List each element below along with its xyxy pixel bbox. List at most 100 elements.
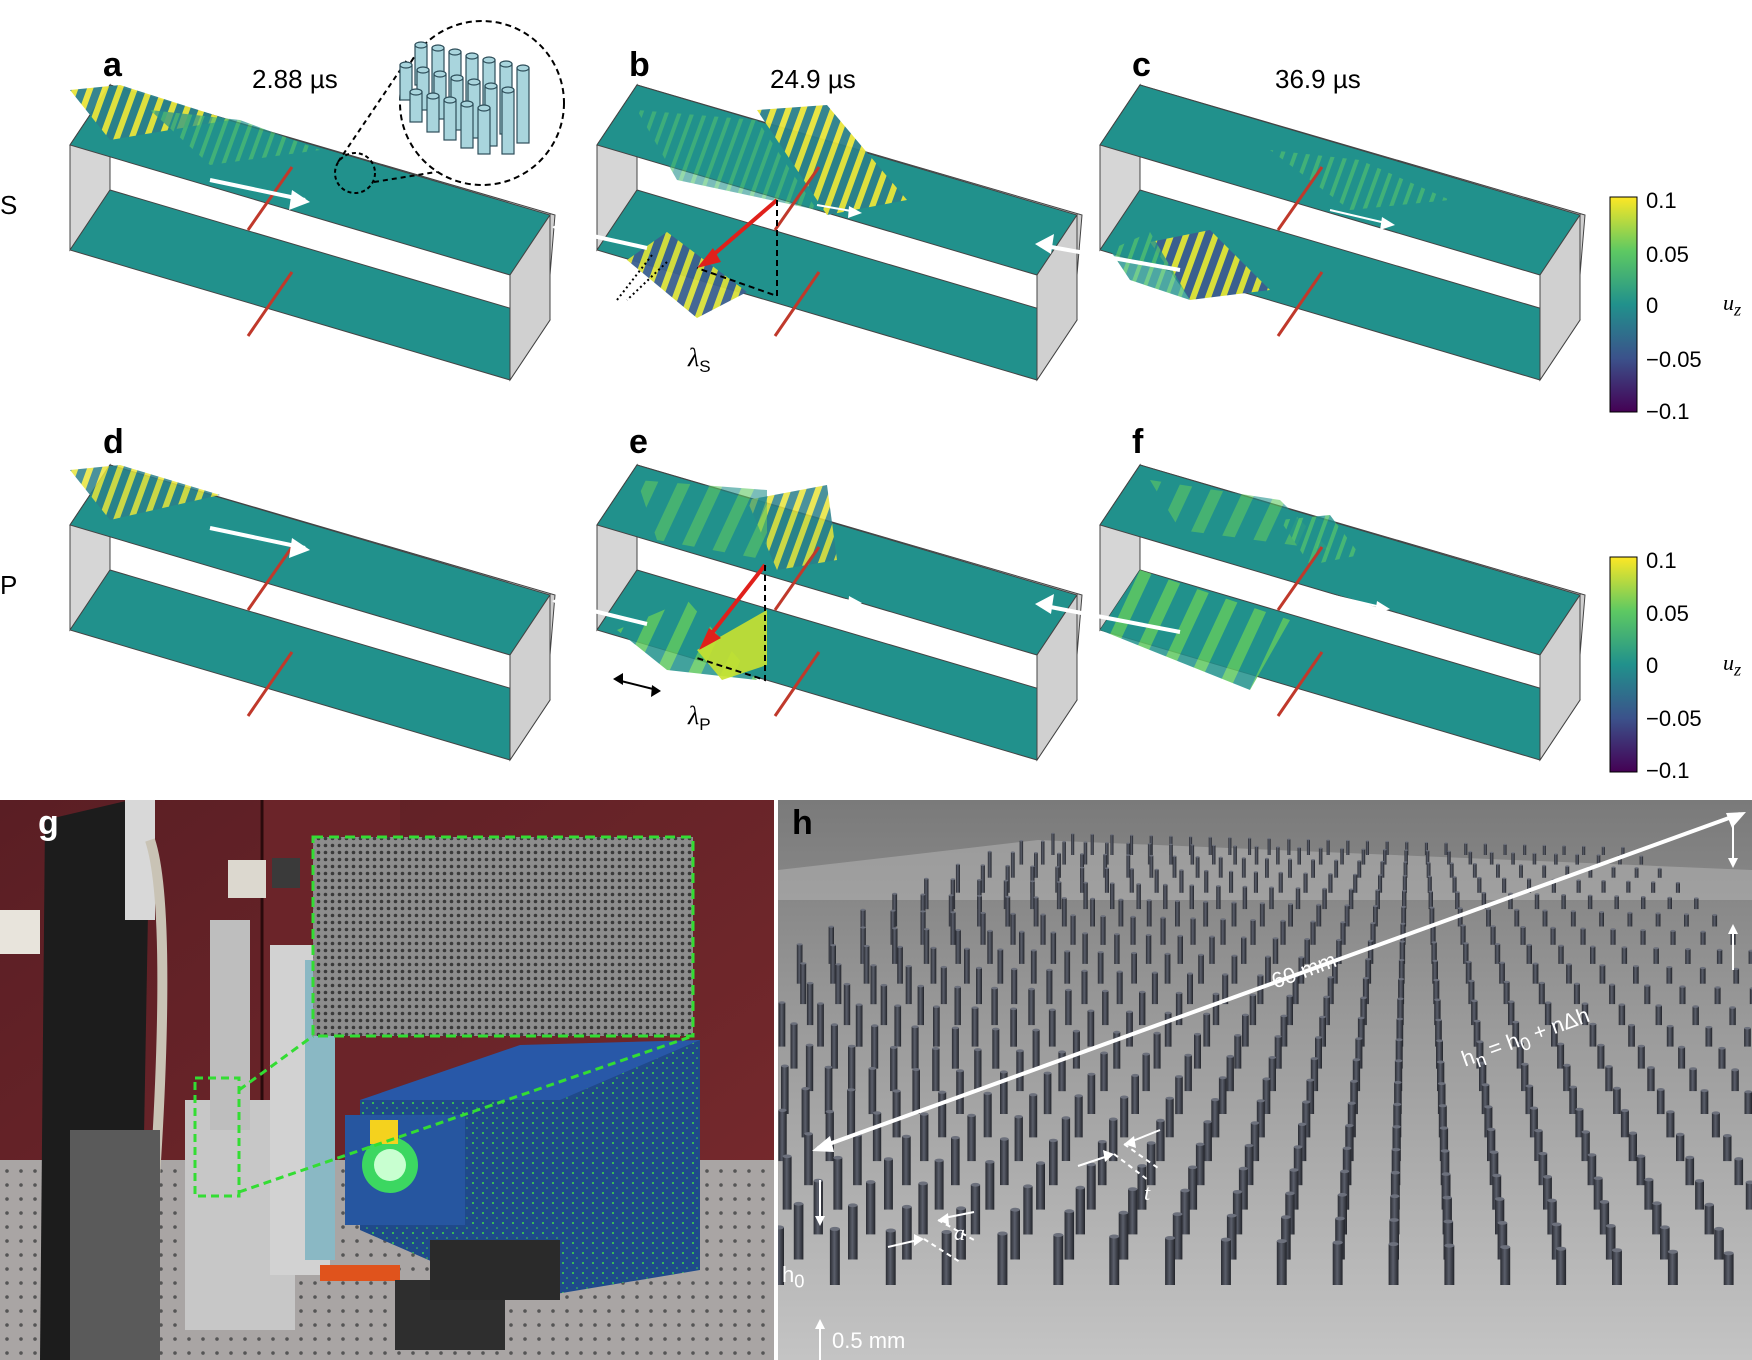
pillar [1203,901,1209,927]
pillar-top [790,1022,798,1025]
pillar-top [1465,960,1472,963]
pillar-top [1165,1236,1176,1240]
pillar-top [1238,1166,1248,1171]
pillar-top [985,1160,995,1164]
pillar [1484,1106,1493,1138]
pillar-top [1303,872,1308,875]
pillar [932,1048,940,1092]
pillar-top [1216,885,1221,887]
pillar-top [1460,924,1466,927]
pillar [892,1091,901,1138]
pillar [1297,847,1301,865]
pillar [1514,909,1520,927]
pillar-top [1503,980,1510,984]
pillar [1130,835,1134,855]
pillar-top [1438,1104,1447,1108]
pillar [1599,965,1606,984]
pillar [1718,1048,1726,1069]
pillar-top [1612,1248,1622,1253]
pillar-top [1512,1020,1519,1024]
pillar-top [1400,922,1406,925]
pillar-top [992,1027,1000,1031]
pillar-top [1110,882,1115,885]
pillar [824,1067,833,1114]
pillar [1116,971,1123,1005]
pillar [983,1093,992,1138]
panel-label-d: d [103,423,124,461]
pillar-top [1667,896,1672,899]
pillar-top [1397,997,1404,1001]
pillar [1064,1211,1075,1260]
pillar [1705,1027,1713,1047]
pillar-top [987,850,992,853]
pillar [1340,848,1344,865]
pillar-top [1610,928,1616,931]
pillar-top [1345,1123,1354,1128]
pillar [1433,980,1440,1005]
cbar-bottom-variable: uz [1723,650,1742,680]
pillar [1526,944,1532,964]
pillar [1103,854,1108,878]
pillar-top [1336,938,1342,942]
lab-setup-photo: g [0,800,774,1360]
pillar-top [1087,1072,1096,1076]
pillar [1053,1235,1064,1285]
pillar [941,1232,952,1285]
pillar [1064,951,1071,984]
pillar [1519,865,1523,878]
pillar-top [1036,1161,1046,1165]
cbar-top-tick-2: 0.05 [1646,242,1689,267]
pillar-top [950,878,956,881]
pillar-top [1394,1080,1402,1084]
pillar [1327,977,1334,1005]
pillar-top [1576,879,1581,881]
pillar-top [1142,1052,1150,1056]
pillar [1011,969,1018,1005]
pillar [1494,944,1501,964]
pillar-top [1244,1143,1254,1148]
pillar-top [1479,1061,1487,1065]
pillar-top [1403,861,1408,863]
pillar [1476,1041,1484,1069]
pillar [1575,854,1579,865]
pillar [1057,853,1061,878]
pillar [1443,1221,1454,1260]
pillar-top [1667,1249,1678,1254]
pillar [1745,1182,1752,1210]
pillar [1285,1193,1295,1235]
pillar [1621,947,1628,964]
pillar-top [1029,1093,1038,1097]
pillar-top [956,1069,964,1073]
pillar [1370,923,1376,945]
pillar-top [1441,1172,1451,1176]
pillar-top [1049,1138,1058,1143]
pillar [1465,961,1472,984]
pillar-top [1198,953,1204,956]
pillar-top [1587,894,1593,897]
pillar [948,895,954,927]
pillar [1455,892,1460,910]
pillar [1028,989,1035,1026]
pillar [1452,877,1457,893]
pillar-top [1082,932,1088,935]
pillar-top [1267,838,1271,840]
pillar [1131,1075,1139,1114]
pillar [1599,912,1604,927]
pillar-top [1220,918,1226,921]
pillar-top [1109,1234,1120,1239]
pillar [1071,833,1075,855]
pillar [1229,871,1234,893]
pillar-top [1534,1128,1543,1133]
pillar-top [954,985,961,989]
pillar-top [1636,1154,1646,1158]
pillar-top [1483,843,1487,845]
pillar [1495,1199,1505,1235]
pillar [1437,1083,1446,1114]
pillar-top [1298,1122,1307,1126]
pillar [1554,854,1558,865]
pillar-top [1477,876,1482,879]
pillar-top [1184,1053,1192,1057]
pillar [1398,960,1405,984]
pillar-top [1532,962,1539,965]
pillar [1164,953,1171,984]
